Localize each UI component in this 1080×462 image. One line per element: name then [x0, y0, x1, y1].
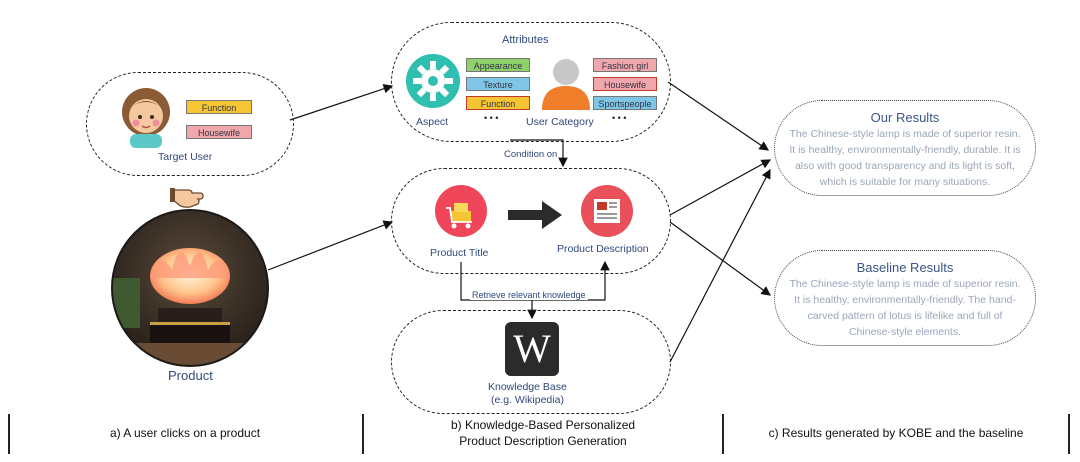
baseline-results-line: Chinese-style elements. [848, 326, 962, 338]
attributes-title: Attributes [502, 34, 549, 46]
wikipedia-icon: W [505, 322, 559, 376]
retrieve-knowledge-label: Retrieve relevant knowledge [470, 290, 588, 300]
gear-icon [406, 54, 460, 108]
our-results-text: The Chinese-style lamp is made of superi… [774, 126, 1036, 190]
baseline-results-line: carved pattern of lotus is lifelike and … [807, 310, 1003, 322]
caption-b-line2: Product Description Generation [459, 434, 627, 448]
caption-a: a) A user clicks on a product [109, 426, 261, 440]
wikipedia-glyph: W [513, 326, 551, 371]
baseline-results-text: The Chinese-style lamp is made of superi… [774, 276, 1036, 340]
tag-housewife: Housewife [186, 125, 252, 139]
baseline-results-title: Baseline Results [856, 260, 954, 275]
condition-on-label: Condition on [504, 149, 558, 160]
user-ellipsis: • • • [612, 113, 627, 123]
divider-2 [362, 414, 364, 454]
baseline-results-line: It is healthy, environmentally-friendly.… [794, 294, 1016, 306]
divider-4 [1068, 414, 1070, 454]
aspect-tag-appearance: Appearance [466, 58, 530, 72]
aspect-tag-texture: Texture [466, 77, 530, 91]
our-results-title: Our Results [870, 110, 940, 125]
attributes-panel [391, 22, 671, 142]
target-user-panel [86, 72, 294, 176]
baseline-results-line: The Chinese-style lamp is made of superi… [789, 278, 1021, 290]
baseline-results-panel [774, 250, 1036, 346]
aspect-label: Aspect [416, 116, 449, 128]
product-image [111, 209, 269, 367]
person-icon [542, 59, 590, 110]
caption-c: c) Results generated by KOBE and the bas… [768, 426, 1024, 440]
product-title-label: Product Title [430, 247, 489, 259]
caption-b-line1: b) Knowledge-Based Personalized [450, 418, 636, 432]
pointing-hand-icon [170, 188, 204, 208]
user-category-label: User Category [526, 116, 594, 128]
user-avatar-icon [122, 88, 170, 148]
product-description-label: Product Description [557, 243, 649, 255]
our-results-line: which is suitable for many situations. [819, 176, 991, 188]
newspaper-icon [581, 185, 633, 237]
generation-panel [391, 168, 671, 274]
aspect-ellipsis: • • • [484, 113, 499, 123]
user-tag-fashion-girl: Fashion girl [593, 58, 657, 72]
our-results-line: It is healthy, environmentally-friendly,… [789, 144, 1021, 156]
our-results-panel [774, 100, 1036, 196]
our-results-line: The Chinese-style lamp is made of superi… [789, 128, 1021, 140]
tag-function: Function [186, 100, 252, 114]
divider-1 [8, 414, 10, 454]
knowledge-base-example: (e.g. Wikipedia) [491, 394, 564, 406]
aspect-tag-function: Function [466, 96, 530, 110]
knowledge-panel [391, 310, 671, 414]
user-tag-sportspeople: Sportspeople [593, 96, 657, 110]
gold-cart-icon [435, 185, 487, 237]
knowledge-base-label: Knowledge Base [488, 381, 567, 393]
user-tag-housewife: Housewife [593, 77, 657, 91]
target-user-label: Target User [158, 151, 213, 163]
our-results-line: also with good transparency and its ligh… [794, 160, 1016, 172]
product-label: Product [168, 368, 213, 383]
divider-3 [722, 414, 724, 454]
arrow-right-icon [508, 201, 562, 229]
